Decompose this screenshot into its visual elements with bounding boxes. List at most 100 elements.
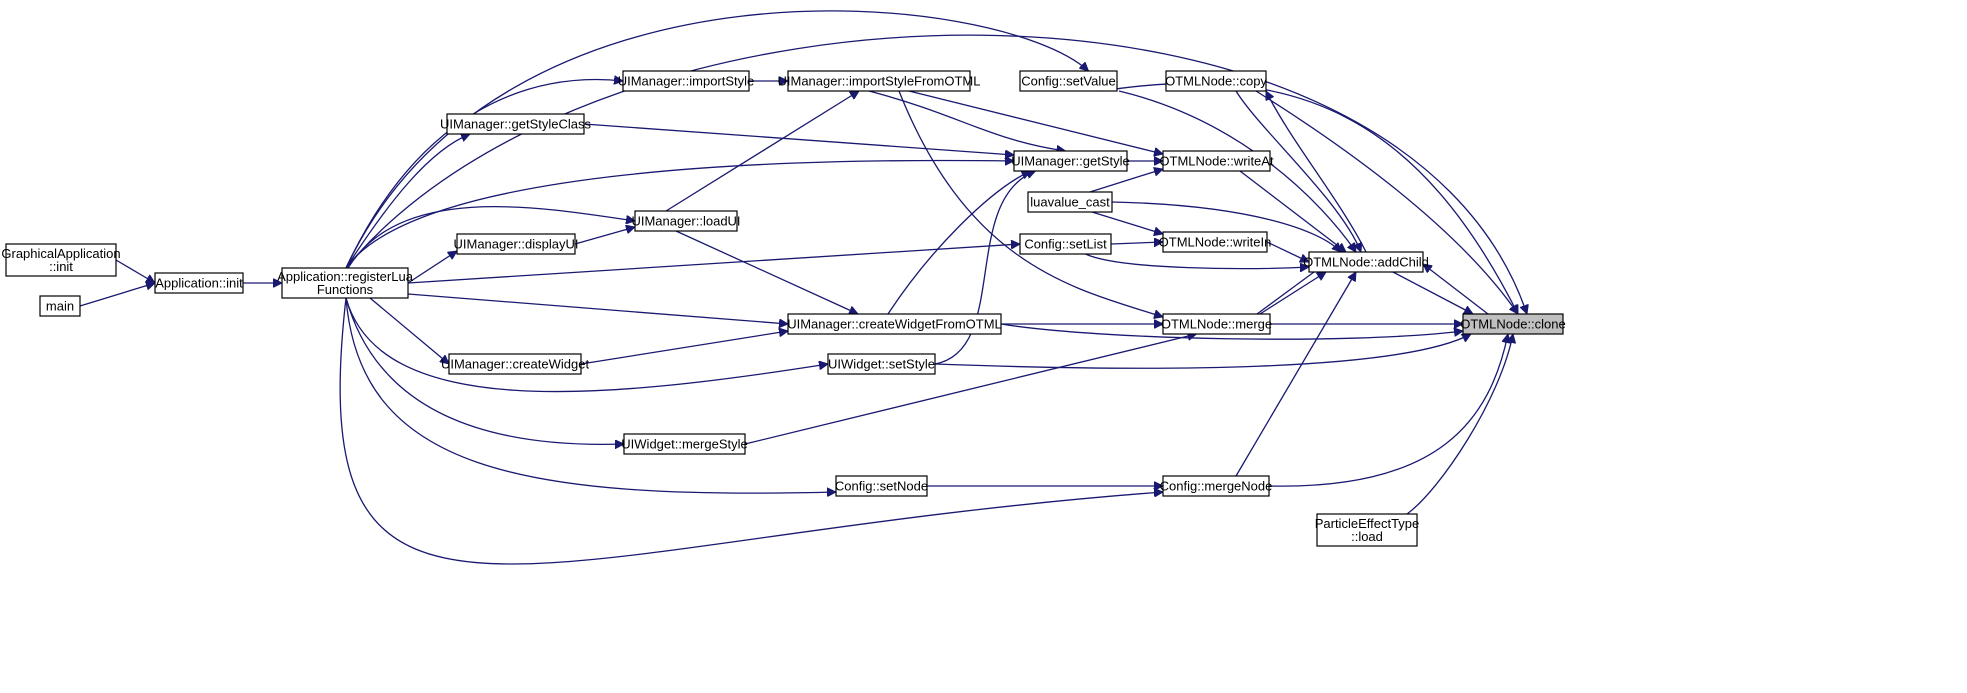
node-box[interactable] (154, 272, 244, 294)
node-label: Config::setNode (835, 479, 928, 494)
node-box[interactable] (1162, 231, 1268, 253)
node-config-merge-node[interactable]: Config::mergeNode (1160, 475, 1273, 497)
call-edge (583, 123, 1014, 155)
node-otml-write-at[interactable]: OTMLNode::writeAt (1159, 150, 1274, 172)
node-ui-create-widget-otml[interactable]: UIManager::createWidgetFromOTML (787, 313, 1002, 335)
call-edge (574, 227, 635, 245)
node-config-set-list[interactable]: Config::setList (1019, 233, 1112, 255)
node-box[interactable] (448, 353, 582, 375)
node-uiw-merge-style[interactable]: UIWidget::mergeStyle (621, 433, 748, 455)
call-edge-arrow (369, 297, 449, 364)
node-box[interactable] (827, 353, 936, 375)
call-edge-arrow (79, 283, 155, 307)
call-edge-arrow (675, 230, 858, 314)
call-edge-arrow (1423, 264, 1489, 315)
call-edge-arrow (1110, 242, 1163, 244)
node-box[interactable] (1162, 475, 1270, 497)
call-edge-arrow (1000, 323, 1463, 340)
node-otml-merge[interactable]: OTMLNode::merge (1161, 313, 1272, 335)
node-ui-load-ui[interactable]: UIManager::loadUI (631, 210, 741, 232)
node-label: OTMLNode::copy (1165, 74, 1267, 89)
node-box[interactable] (1162, 313, 1271, 335)
call-edge-arrow (1266, 241, 1309, 262)
node-box[interactable] (456, 233, 576, 255)
call-edge (345, 34, 1527, 314)
call-edge-arrow (1268, 334, 1508, 487)
node-label: Application::registerLua (277, 269, 414, 284)
node-otml-clone[interactable]: OTMLNode::clone (1460, 313, 1566, 335)
call-edge (345, 297, 836, 493)
node-label: UIManager::loadUI (631, 214, 740, 229)
node-box[interactable] (623, 433, 746, 455)
call-edge-arrow (1235, 90, 1361, 252)
call-edge (339, 297, 1163, 565)
node-box[interactable] (1316, 513, 1418, 547)
call-edge (908, 90, 1163, 154)
node-box[interactable] (634, 210, 738, 232)
node-box[interactable] (1308, 251, 1424, 273)
node-config-set-value[interactable]: Config::setValue (1019, 70, 1118, 92)
call-edge (665, 90, 859, 212)
node-ui-get-style-class[interactable]: UIManager::getStyleClass (440, 113, 592, 135)
call-edge (407, 293, 788, 324)
node-label: Config::mergeNode (1160, 479, 1273, 494)
node-box[interactable] (1013, 150, 1128, 172)
node-otml-add-child[interactable]: OTMLNode::addChild (1303, 251, 1429, 273)
call-edge (934, 333, 1471, 369)
node-box[interactable] (835, 475, 928, 497)
node-ui-import-style-otml[interactable]: UIManager::importStyleFromOTML (778, 70, 981, 92)
node-box[interactable] (1462, 313, 1564, 335)
node-box[interactable] (622, 70, 750, 92)
node-box[interactable] (1019, 233, 1112, 255)
node-ui-display-ui[interactable]: UIManager::displayUI (454, 233, 579, 255)
call-edge (79, 283, 155, 307)
node-box[interactable] (787, 313, 1002, 335)
node-app-init[interactable]: Application::init (154, 272, 244, 294)
node-label: UIManager::createWidgetFromOTML (787, 317, 1002, 332)
node-label: UIManager::getStyleClass (440, 117, 592, 132)
node-label: Config::setValue (1021, 74, 1115, 89)
call-edge-arrow (407, 244, 1020, 284)
call-edge (1091, 211, 1163, 234)
node-box[interactable] (281, 267, 409, 299)
node-box[interactable] (5, 243, 117, 277)
node-otml-copy[interactable]: OTMLNode::copy (1165, 70, 1267, 92)
node-graphical-app-init[interactable]: GraphicalApplication::init (1, 243, 121, 277)
node-box[interactable] (446, 113, 585, 135)
node-box[interactable] (1027, 191, 1113, 213)
node-box[interactable] (39, 295, 81, 317)
node-box[interactable] (787, 70, 971, 92)
node-particle-load[interactable]: ParticleEffectType::load (1315, 513, 1420, 547)
node-main[interactable]: main (39, 295, 81, 317)
call-edge (868, 90, 1066, 151)
node-otml-write-in[interactable]: OTMLNode::writeIn (1159, 231, 1272, 253)
node-luavalue-cast[interactable]: luavalue_cast (1027, 191, 1113, 213)
node-ui-create-widget[interactable]: UIManager::createWidget (441, 353, 590, 375)
call-edge-arrow (583, 123, 1014, 155)
call-edge (934, 171, 1036, 365)
call-edge-arrow (115, 259, 155, 284)
node-label: Config::setList (1024, 237, 1107, 252)
call-edge-arrow (347, 205, 635, 269)
node-box[interactable] (1019, 70, 1118, 92)
call-edge-arrow (1111, 201, 1341, 252)
node-label: luavalue_cast (1030, 195, 1110, 210)
call-edge (1111, 201, 1341, 252)
call-edge-arrow (345, 297, 624, 444)
node-box[interactable] (1165, 70, 1267, 92)
call-edge-arrow (908, 90, 1163, 154)
call-edge-arrow (1239, 170, 1346, 252)
call-edge (1406, 334, 1513, 515)
node-label: ParticleEffectType (1315, 516, 1420, 531)
call-edge-arrow (345, 134, 470, 269)
node-config-set-node[interactable]: Config::setNode (835, 475, 928, 497)
node-ui-get-style[interactable]: UIManager::getStyle (1011, 150, 1130, 172)
node-uiw-set-style[interactable]: UIWidget::setStyle (827, 353, 936, 375)
call-edge (1235, 90, 1361, 252)
node-ui-import-style[interactable]: UIManager::importStyle (618, 70, 755, 92)
call-edge-arrow (580, 331, 788, 365)
node-box[interactable] (1162, 150, 1271, 172)
call-edge (347, 205, 635, 269)
call-edge (1259, 271, 1326, 315)
